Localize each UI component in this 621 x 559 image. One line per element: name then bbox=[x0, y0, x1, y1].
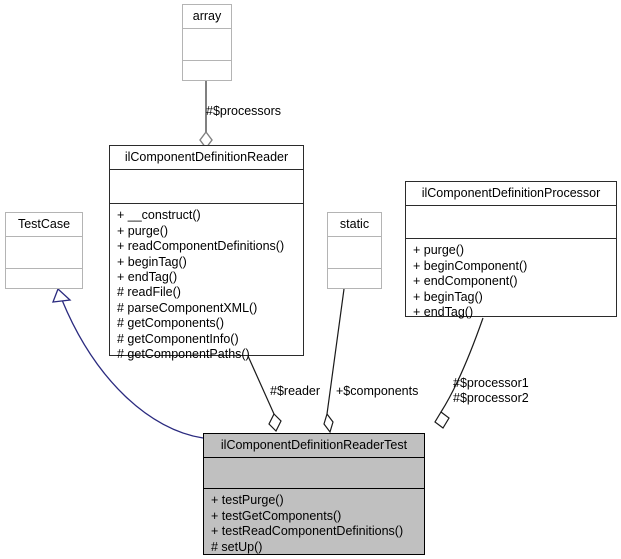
operation-row: + testPurge() bbox=[211, 493, 284, 508]
divider bbox=[6, 236, 82, 238]
class-title-array: array bbox=[192, 9, 222, 23]
edge-label-processors: #$processors bbox=[206, 104, 282, 118]
class-attributes-reader bbox=[110, 170, 303, 203]
divider bbox=[328, 236, 381, 238]
operation-row: + beginTag() bbox=[413, 289, 483, 304]
class-title-testcase: TestCase bbox=[17, 217, 71, 231]
class-title-static: static bbox=[339, 217, 370, 231]
operation-row: # getComponentInfo() bbox=[117, 331, 239, 346]
class-title-processor: ilComponentDefinitionProcessor bbox=[421, 186, 601, 200]
operation-row: + endTag() bbox=[413, 305, 474, 319]
operation-row: # getComponentPaths() bbox=[117, 347, 250, 362]
aggregation-diamond-processor bbox=[434, 411, 450, 429]
class-box-testcase[interactable]: TestCase bbox=[5, 212, 83, 289]
class-attributes-static bbox=[328, 237, 381, 268]
operation-row: + endTag() bbox=[117, 270, 178, 284]
operation-row: # getComponents() bbox=[117, 316, 225, 331]
operation-row: + beginComponent() bbox=[413, 258, 528, 273]
divider bbox=[6, 268, 82, 270]
divider bbox=[204, 488, 424, 490]
class-attributes-array bbox=[183, 29, 231, 60]
class-operations-testcase bbox=[6, 269, 82, 303]
operation-row: + purge() bbox=[117, 223, 169, 238]
divider bbox=[406, 205, 616, 207]
divider bbox=[204, 457, 424, 459]
class-title-readertest: ilComponentDefinitionReaderTest bbox=[220, 438, 408, 452]
operation-row: # setUp() bbox=[211, 539, 263, 554]
class-operations-processor: + purge() + beginComponent() + endCompon… bbox=[406, 239, 616, 325]
class-title-reader: ilComponentDefinitionReader bbox=[124, 150, 289, 164]
operation-row: + endComponent() bbox=[413, 274, 518, 289]
edge-label-processor1: #$processor1 bbox=[453, 376, 529, 390]
aggregation-diamond-components bbox=[323, 412, 334, 434]
operation-row: + purge() bbox=[413, 243, 465, 258]
operation-row: + testReadComponentDefinitions() bbox=[211, 524, 404, 539]
aggregation-diamond-reader bbox=[268, 412, 282, 433]
operation-row: # parseComponentXML() bbox=[117, 300, 258, 315]
class-box-reader[interactable]: ilComponentDefinitionReader + __construc… bbox=[109, 145, 304, 361]
divider bbox=[406, 238, 616, 240]
class-box-processor[interactable]: ilComponentDefinitionProcessor + purge()… bbox=[405, 181, 617, 319]
divider bbox=[183, 28, 231, 30]
divider bbox=[110, 203, 303, 205]
class-attributes-testcase bbox=[6, 237, 82, 268]
edge-processor-to-readertest bbox=[434, 317, 484, 429]
operation-row: # readFile() bbox=[117, 285, 181, 300]
class-operations-reader: + __construct() + purge() + readComponen… bbox=[110, 204, 303, 367]
divider bbox=[183, 60, 231, 62]
operation-row: + __construct() bbox=[117, 208, 201, 223]
class-box-static[interactable]: static bbox=[327, 212, 382, 289]
class-box-readertest[interactable]: ilComponentDefinitionReaderTest + testPu… bbox=[203, 433, 425, 555]
class-attributes-readertest bbox=[204, 458, 424, 488]
operation-row: + testGetComponents() bbox=[211, 508, 342, 523]
divider bbox=[110, 169, 303, 171]
class-operations-readertest: + testPurge() + testGetComponents() + te… bbox=[204, 489, 424, 559]
edge-static-to-readertest bbox=[323, 288, 345, 434]
divider bbox=[328, 268, 381, 270]
class-operations-static bbox=[328, 269, 381, 303]
edge-label-processor2: #$processor2 bbox=[453, 391, 529, 405]
edge-label-reader: #$reader bbox=[270, 384, 321, 398]
edge-reader-to-readertest bbox=[247, 355, 282, 433]
edge-label-components: +$components bbox=[336, 384, 419, 398]
operation-row: + readComponentDefinitions() bbox=[117, 239, 285, 254]
inheritance-arrowhead bbox=[52, 287, 72, 303]
class-box-array[interactable]: array bbox=[182, 4, 232, 81]
class-operations-array bbox=[183, 61, 231, 95]
edge-readertest-to-testcase bbox=[52, 287, 204, 439]
class-attributes-processor bbox=[406, 206, 616, 238]
operation-row: + beginTag() bbox=[117, 254, 187, 269]
